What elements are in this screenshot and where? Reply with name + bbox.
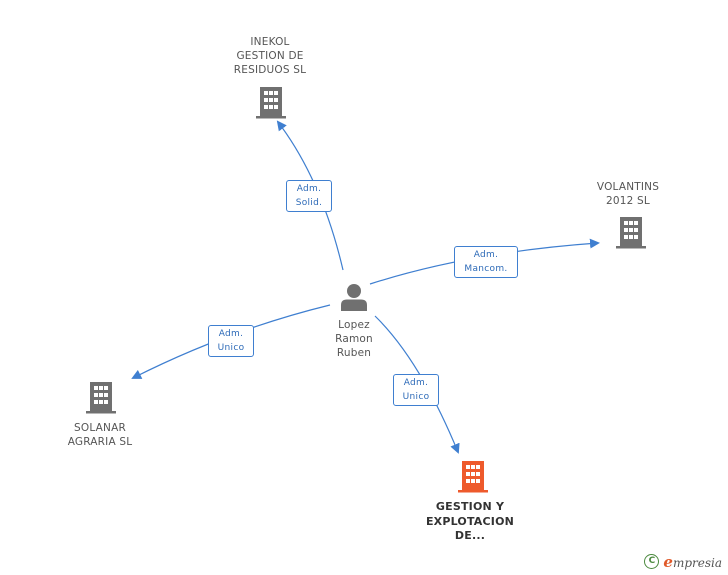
company-label-line: SOLANAR xyxy=(74,422,126,434)
edge-badge-line: Mancom. xyxy=(464,264,508,274)
edge-badge-line: Unico xyxy=(217,343,245,353)
person-name-line: Ramon xyxy=(335,333,373,345)
edge-badge-line: Unico xyxy=(402,392,430,402)
building-icon-solanar[interactable] xyxy=(86,382,116,414)
building-icon-gestion[interactable] xyxy=(458,461,488,493)
company-label-line: 2012 SL xyxy=(606,195,650,207)
edge-badge-line: Adm. xyxy=(403,378,429,388)
company-label-line: AGRARIA SL xyxy=(67,436,133,448)
edge-badge-solanar[interactable]: Adm. Unico xyxy=(208,325,254,357)
company-label-line: VOLANTINS xyxy=(596,181,660,193)
company-label-line: INEKOL xyxy=(250,36,290,48)
company-label-line: EXPLOTACION xyxy=(425,514,515,528)
edge-badge-line: Adm. xyxy=(473,250,499,260)
edge-badge-line: Adm. xyxy=(296,184,322,194)
edge-badge-inekol[interactable]: Adm. Solid. xyxy=(286,180,332,212)
edge-line-gestion xyxy=(374,315,460,454)
footer-brand: C empresia xyxy=(644,552,722,571)
edge-badge-volantins[interactable]: Adm. Mancom. xyxy=(454,246,518,278)
person-name-line: Lopez xyxy=(338,319,370,331)
company-label-line: DE... xyxy=(454,529,486,542)
edge-badge-line: Solid. xyxy=(295,198,323,208)
company-label-line: RESIDUOS SL xyxy=(233,64,307,76)
company-label-line: GESTION Y xyxy=(435,500,505,513)
edge-badge-gestion[interactable]: Adm. Unico xyxy=(393,374,439,406)
edge-badge-line: Adm. xyxy=(218,329,244,339)
company-label-inekol[interactable]: INEKOL GESTION DE RESIDUOS SL xyxy=(212,35,328,77)
person-name-label[interactable]: Lopez Ramon Ruben xyxy=(314,318,394,360)
company-label-solanar[interactable]: SOLANAR AGRARIA SL xyxy=(48,421,152,449)
copyright-icon: C xyxy=(644,553,660,569)
company-label-volantins[interactable]: VOLANTINS 2012 SL xyxy=(578,180,678,208)
company-label-gestion[interactable]: GESTION Y EXPLOTACION DE... xyxy=(412,500,528,544)
building-icon-inekol[interactable] xyxy=(256,87,286,119)
person-icon[interactable] xyxy=(341,284,367,311)
company-label-line: GESTION DE xyxy=(236,50,304,62)
brand-initial: e xyxy=(663,552,673,571)
brand-logo[interactable]: empresia xyxy=(663,552,722,571)
person-name-line: Ruben xyxy=(336,347,372,359)
building-icon-volantins[interactable] xyxy=(616,217,646,249)
brand-name: mpresia xyxy=(672,555,722,570)
